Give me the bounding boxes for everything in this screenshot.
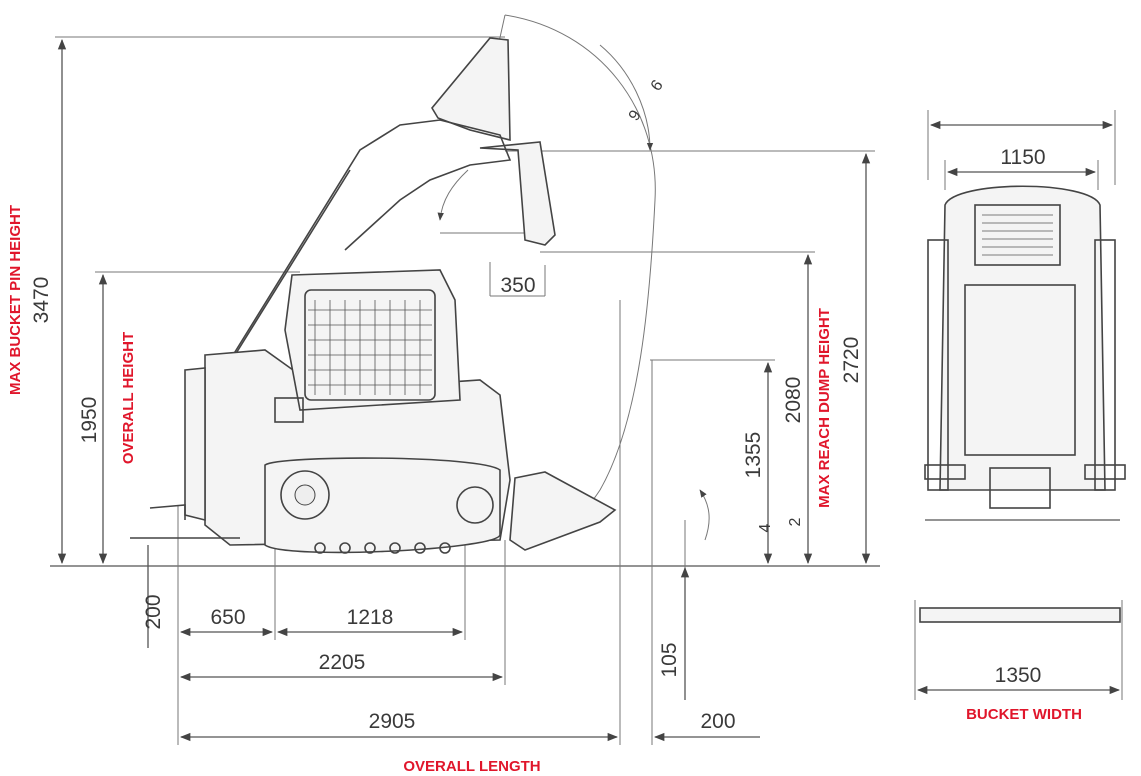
dump-bucket — [479, 141, 556, 246]
dim-200-front: 200 — [700, 710, 735, 733]
dim-3470: 3470 — [30, 277, 53, 324]
angle-4: 4 — [757, 523, 774, 532]
max-bucket-pin-height-label: MAX BUCKET PIN HEIGHT — [7, 205, 24, 395]
track — [264, 457, 501, 554]
max-reach-dump-height-label: MAX REACH DUMP HEIGHT — [816, 308, 833, 508]
dim-650: 650 — [210, 606, 245, 629]
bucket-width-label: BUCKET WIDTH — [966, 706, 1082, 723]
callout-labels: MAX BUCKET PIN HEIGHT OVERALL HEIGHT MAX… — [7, 205, 1082, 775]
raised-bucket — [431, 37, 511, 142]
dim-1950: 1950 — [78, 397, 101, 444]
dim-350: 350 — [500, 274, 535, 297]
dim-2205: 2205 — [319, 651, 366, 674]
skid-steer-side-view — [130, 37, 617, 554]
overall-length-label: OVERALL LENGTH — [403, 758, 540, 775]
lift-arm — [229, 119, 512, 361]
front-frame — [939, 185, 1106, 491]
dim-105: 105 — [658, 642, 681, 677]
angle-9: 9 — [646, 76, 665, 93]
vertical-dimensions — [57, 38, 871, 700]
dim-1355: 1355 — [742, 432, 765, 479]
ground-bucket — [509, 471, 617, 551]
dim-2080: 2080 — [782, 377, 805, 424]
overall-height-label: OVERALL HEIGHT — [120, 332, 137, 464]
front-bucket — [919, 607, 1121, 623]
dim-1218: 1218 — [347, 606, 394, 629]
dim-1150: 1150 — [1000, 146, 1045, 169]
front-view — [914, 110, 1126, 700]
dim-200-clearance: 200 — [142, 594, 165, 629]
horizontal-dimensions — [179, 627, 760, 742]
angle-6: 6 — [624, 106, 643, 123]
dim-1350: 1350 — [995, 664, 1042, 687]
angle-2: 2 — [787, 517, 804, 526]
dim-2905: 2905 — [369, 710, 416, 733]
dim-2720: 2720 — [840, 337, 863, 384]
